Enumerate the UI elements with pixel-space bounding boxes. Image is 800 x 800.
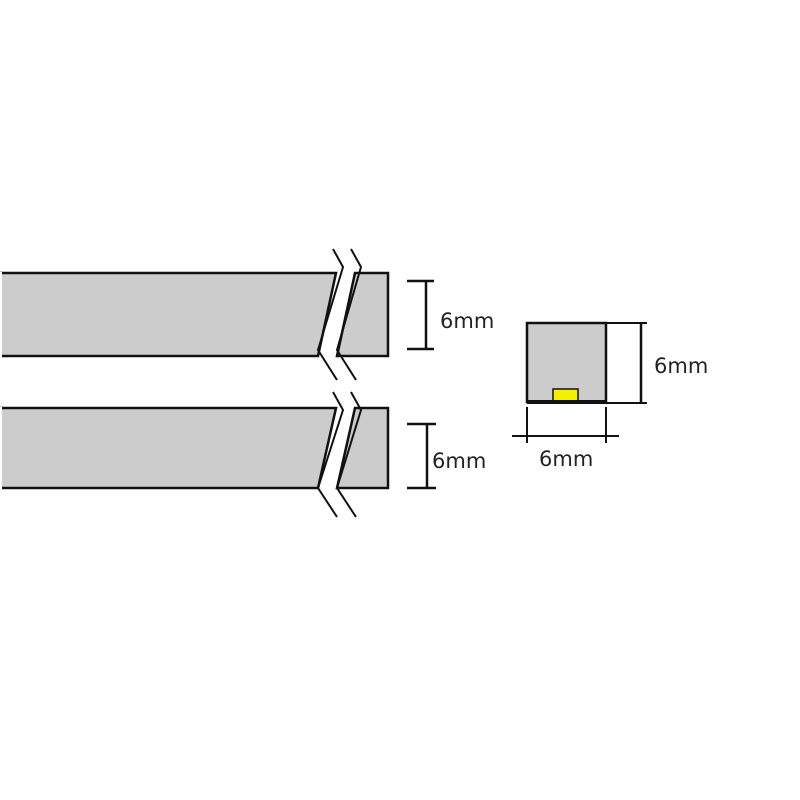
section-width-label: 6mm	[539, 447, 593, 471]
bottom-height-dimension: 6mm	[407, 422, 486, 490]
top-height-label: 6mm	[440, 309, 494, 333]
cross-section: 6mm 6mm	[512, 321, 708, 471]
top-strip	[0, 248, 390, 381]
section-height-label: 6mm	[654, 354, 708, 378]
bottom-height-label: 6mm	[432, 449, 486, 473]
bottom-strip	[0, 391, 390, 518]
top-height-dimension: 6mm	[407, 279, 494, 351]
